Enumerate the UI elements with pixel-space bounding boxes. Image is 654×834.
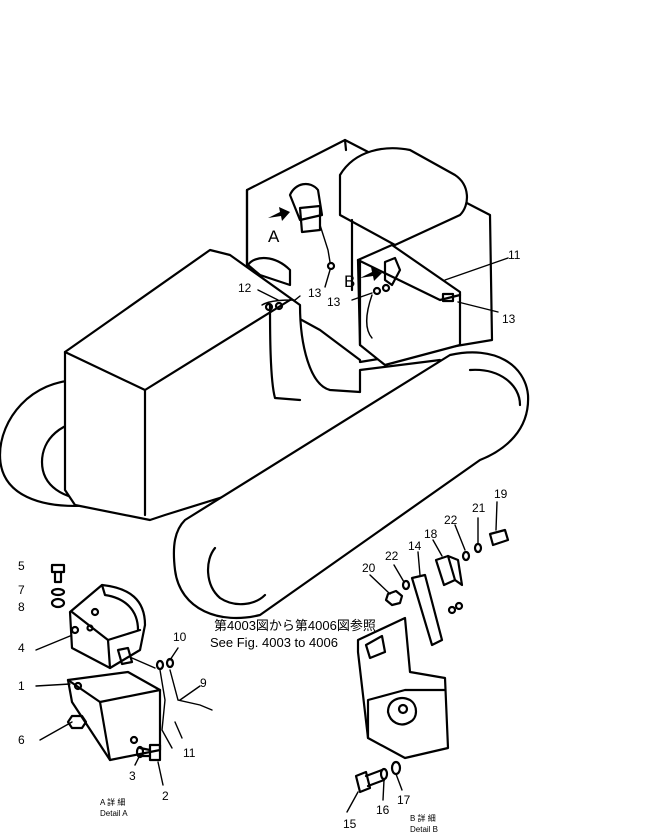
callout-12: 12 [238, 281, 252, 295]
callout-22-b: 22 [385, 549, 399, 563]
gauge-body [68, 583, 147, 670]
labels: A B 12 13 13 13 11 第4003図から第4006図参照 See … [18, 227, 521, 834]
front-track [172, 351, 530, 620]
angle-bracket [410, 573, 444, 647]
callout-13-c: 13 [502, 312, 516, 326]
detail-a-caption-en: Detail A [100, 809, 128, 818]
callout-13-a: 13 [308, 286, 322, 300]
detail-a-assembly [50, 563, 213, 762]
callout-10: 10 [173, 630, 187, 644]
callout-14: 14 [408, 539, 422, 553]
detail-b-assembly [354, 528, 510, 794]
callout-2: 2 [162, 789, 169, 803]
callout-5: 5 [18, 559, 25, 573]
callout-11-detail-a: 11 [183, 746, 196, 760]
callout-16: 16 [376, 803, 390, 817]
callout-6: 6 [18, 733, 25, 747]
view-marker-b: B [344, 272, 355, 291]
view-marker-a: A [268, 227, 280, 246]
callout-20: 20 [362, 561, 376, 575]
callout-15: 15 [343, 817, 357, 831]
detail-b-caption-jp: B 詳 細 [410, 813, 436, 823]
callout-19: 19 [494, 487, 508, 501]
callout-4: 4 [18, 641, 25, 655]
rear-track [0, 378, 132, 507]
callout-18: 18 [424, 527, 438, 541]
machine-overview [0, 138, 530, 620]
callout-1: 1 [18, 679, 25, 693]
callout-8: 8 [18, 600, 25, 614]
callout-21: 21 [472, 501, 486, 515]
detail-b-caption-en: Detail B [410, 825, 438, 834]
callout-11-main: 11 [508, 248, 521, 262]
callout-3: 3 [129, 769, 136, 783]
callout-17: 17 [397, 793, 411, 807]
callout-9: 9 [200, 676, 207, 690]
switch-b [434, 554, 457, 587]
arrow-b-icon [360, 267, 382, 281]
gauge-a [288, 182, 324, 222]
seat [338, 147, 468, 247]
leader-lines [35, 257, 509, 813]
reference-jp: 第4003図から第4006図参照 [214, 618, 376, 633]
callout-7: 7 [18, 583, 25, 597]
callout-22-a: 22 [444, 513, 458, 527]
reference-en: See Fig. 4003 to 4006 [210, 635, 338, 650]
arrow-a-icon [268, 207, 290, 221]
detail-a-caption-jp: A 詳 細 [100, 797, 125, 807]
callout-13-b: 13 [327, 295, 341, 309]
